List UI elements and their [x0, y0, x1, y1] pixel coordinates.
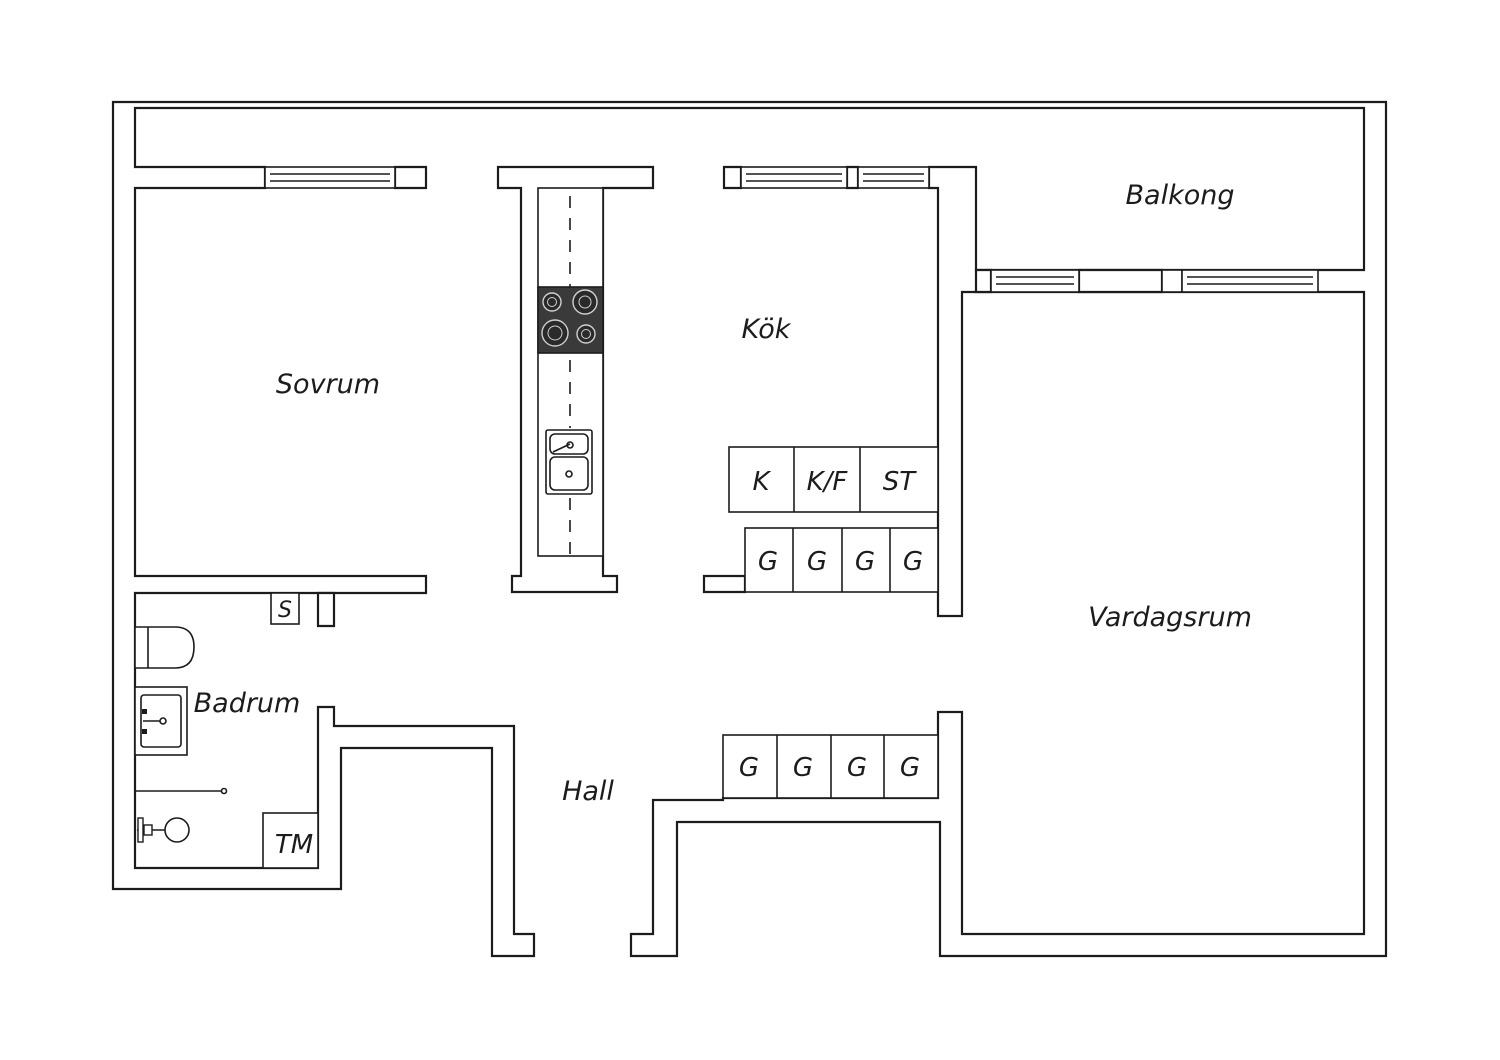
fixture-label-k: K	[752, 467, 771, 497]
fixture-label-g: G	[793, 753, 813, 783]
window-sovrum	[264, 166, 396, 189]
shower-rail-icon	[135, 787, 228, 795]
window-balkong-left	[990, 269, 1080, 293]
sink-icon	[545, 429, 593, 495]
storage-s: S	[270, 592, 300, 625]
fixture-label-s: S	[278, 598, 292, 623]
kitchen-upper-units: K K/F ST	[728, 446, 939, 513]
window-kok-large	[740, 166, 848, 189]
fixture-label-g: G	[807, 547, 827, 577]
fixture-label-g: G	[900, 753, 920, 783]
room-label-kok: Kök	[742, 314, 792, 345]
kitchen-wardrobes: G G G G	[744, 527, 939, 593]
stove-icon	[537, 286, 604, 354]
fixture-label-g: G	[855, 547, 875, 577]
room-label-vardagsrum: Vardagsrum	[1088, 602, 1252, 633]
fixture-label-kf: K/F	[807, 467, 849, 497]
washbasin-icon	[134, 686, 188, 756]
room-label-badrum: Badrum	[194, 688, 301, 719]
toilet-icon	[134, 626, 195, 669]
windows	[264, 166, 1319, 293]
room-label-balkong: Balkong	[1126, 180, 1235, 211]
fixture-label-tm: TM	[275, 830, 313, 860]
fixture-label-g: G	[758, 547, 778, 577]
kitchen-counter	[537, 187, 604, 557]
window-balkong-right	[1161, 269, 1319, 293]
window-kok-small	[857, 166, 930, 189]
room-label-hall: Hall	[562, 776, 614, 807]
fixture-label-g: G	[847, 753, 867, 783]
room-labels: Balkong Kök Sovrum Vardagsrum Badrum Hal…	[194, 180, 1252, 807]
bathroom-fixtures: S TM	[134, 592, 319, 869]
fixture-label-st: ST	[883, 467, 918, 497]
room-label-sovrum: Sovrum	[276, 369, 380, 400]
washing-machine-tm: TM	[262, 812, 319, 869]
hall-wardrobes: G G G G	[722, 734, 939, 799]
fixture-label-g: G	[739, 753, 759, 783]
fixture-label-g: G	[903, 547, 923, 577]
shower-head-icon	[137, 817, 190, 843]
